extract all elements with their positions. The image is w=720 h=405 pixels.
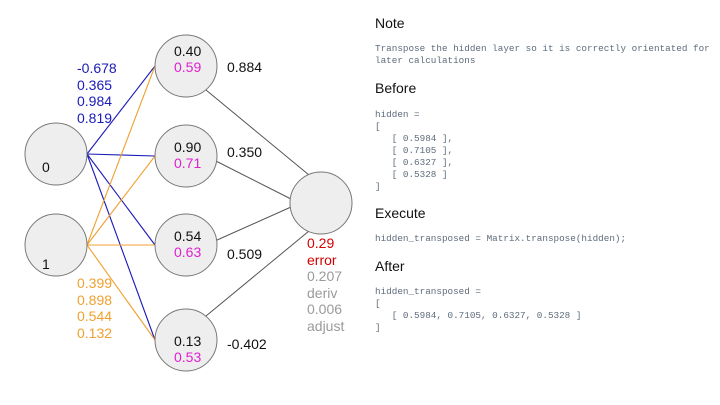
input0-link-3 (86, 153, 156, 246)
execute-heading: Execute (375, 205, 426, 221)
output-weight-2: 0.350 (227, 144, 263, 160)
input0-connections (86, 65, 156, 341)
adjust-label: adjust (307, 317, 345, 334)
before-code: hidden = [ [ 0.5984 ], [ 0.7105 ], [ 0.6… (375, 109, 454, 192)
output-node (289, 171, 353, 235)
weight-label: 0.898 (77, 291, 113, 308)
hidden-node-3-value: 0.54 (174, 228, 202, 244)
hidden-node-2-value: 0.90 (174, 139, 202, 155)
output-weight-1: 0.884 (227, 59, 263, 75)
hidden-node-3-activation: 0.63 (174, 244, 202, 260)
after-code: hidden_transposed = [ [ 0.5984, 0.7105, … (375, 286, 582, 333)
hidden-node-2 (154, 124, 218, 188)
output-link-1 (205, 89, 310, 176)
note-heading: Note (375, 15, 405, 31)
hidden-node-1-value: 0.40 (174, 43, 202, 59)
input-node-1-label: 1 (42, 256, 50, 272)
hidden-node-1 (154, 34, 218, 98)
input0-link-1 (86, 65, 156, 155)
input0-link-4 (86, 153, 156, 341)
weight-label: 0.399 (77, 275, 113, 291)
hidden-node-1-activation: 0.59 (174, 59, 202, 75)
weight-label: 0.984 (77, 93, 113, 110)
output-link-2 (205, 155, 292, 200)
weight-label: 0.544 (77, 308, 113, 325)
adjust-value: 0.006 (307, 301, 343, 318)
hidden-node-4-activation: 0.53 (174, 349, 202, 365)
error-value: 0.29 (307, 235, 335, 251)
network-diagram (24, 34, 353, 372)
output-link-3 (205, 206, 292, 246)
network-nodes (24, 34, 353, 372)
input-node-0-label: 0 (42, 159, 50, 175)
before-heading: Before (375, 80, 417, 96)
hidden-node-3 (154, 213, 218, 277)
note-text: Transpose the hidden layer so it is corr… (375, 43, 710, 66)
output-weight-4: -0.402 (227, 336, 267, 352)
deriv-label: deriv (307, 284, 338, 301)
input1-link-1 (86, 65, 156, 246)
input1-weights: 0.399 0.898 0.544 0.132 (77, 275, 112, 341)
deriv-value: 0.207 (307, 268, 343, 285)
output-weight-3: 0.509 (227, 246, 263, 262)
error-label: error (307, 251, 337, 268)
hidden-node-2-activation: 0.71 (174, 155, 202, 171)
output-connections (205, 89, 310, 317)
execute-code: hidden_transposed = Matrix.transpose(hid… (375, 233, 627, 244)
weight-label: 0.132 (77, 324, 113, 341)
weight-label: -0.678 (77, 60, 117, 76)
output-stats: 0.29 error 0.207 deriv 0.006 adjust (307, 235, 344, 335)
input-node-1 (24, 213, 88, 277)
output-link-4 (205, 230, 310, 317)
weight-label: 0.819 (77, 109, 113, 126)
hidden-node-4-value: 0.13 (174, 333, 202, 349)
input1-link-2 (86, 155, 156, 246)
input1-connections (86, 65, 156, 341)
weight-label: 0.365 (77, 76, 113, 93)
after-heading: After (375, 258, 405, 274)
input-node-0 (24, 122, 88, 186)
input1-link-4 (86, 244, 156, 341)
input0-weights: -0.678 0.365 0.984 0.819 (77, 60, 117, 126)
hidden-node-4 (154, 308, 218, 372)
